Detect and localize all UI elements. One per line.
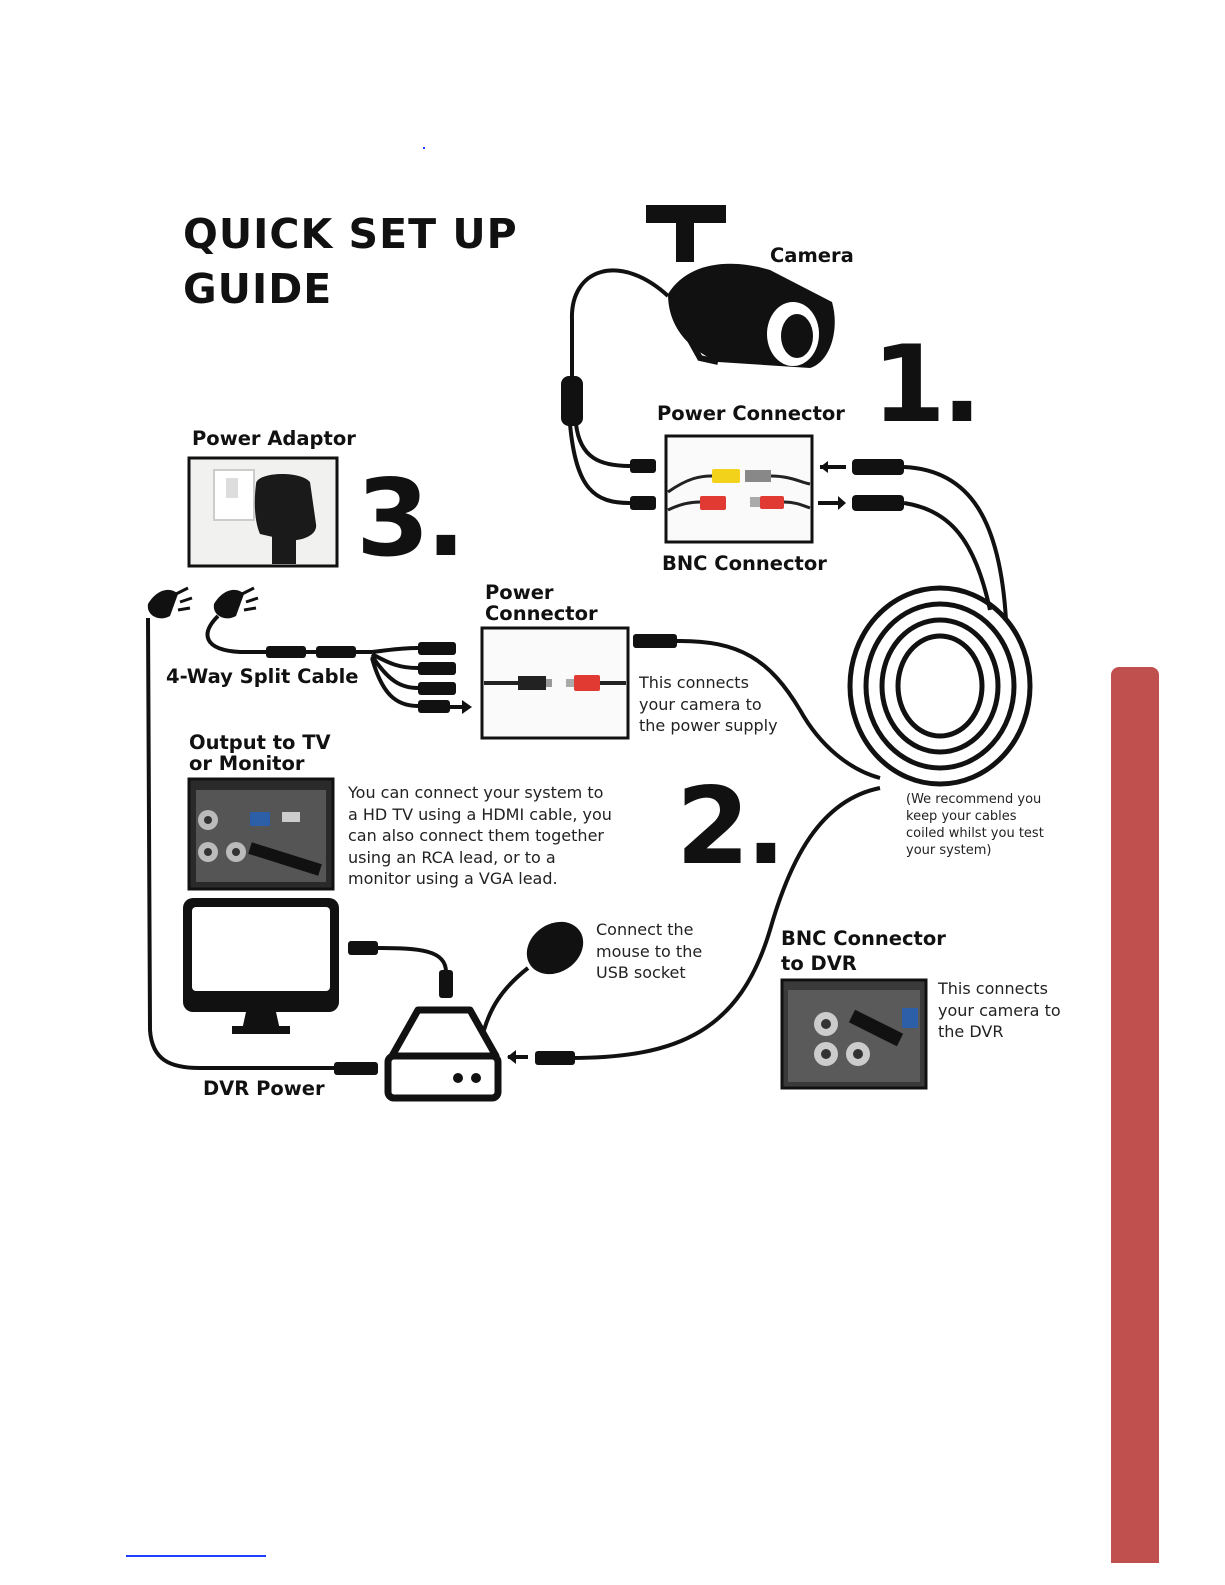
camera-cables	[568, 268, 670, 505]
cable-junction	[561, 376, 583, 426]
note-line: mouse to the	[596, 941, 703, 961]
title-line-1: QUICK SET UP	[183, 210, 518, 258]
note-line: keep your cables	[906, 809, 1017, 824]
plug-icon	[147, 586, 259, 619]
dvr-bnc-plug	[535, 1051, 575, 1065]
note-line: can also connect them together	[348, 826, 604, 845]
note-line: a HD TV using a HDMI cable, you	[348, 804, 612, 824]
extension-power-plug	[852, 459, 904, 475]
note-line: your camera to	[639, 694, 762, 714]
power-supply-note: This connects your camera to the power s…	[639, 672, 778, 737]
note-line: (We recommend you	[906, 792, 1042, 807]
power-connector-mid-line-1: Power	[485, 581, 554, 604]
bnc-plug-end	[630, 496, 656, 510]
note-line: your system)	[906, 843, 992, 858]
power-plug-end	[630, 459, 656, 473]
step-number-3: 3.	[356, 457, 466, 580]
power-connector-mid-label: Power Connector	[485, 582, 598, 624]
output-tv-line-2: or Monitor	[189, 752, 305, 775]
note-line: This connects	[639, 673, 749, 692]
split-cable-label: 4-Way Split Cable	[166, 665, 359, 688]
dvr-back-photo	[187, 777, 335, 891]
connector-photo-mid	[480, 626, 630, 740]
dvr-power-label: DVR Power	[203, 1077, 325, 1100]
footer-link-underline	[126, 1555, 266, 1557]
note-line: coiled whilst you test	[906, 826, 1044, 841]
mouse-icon	[482, 921, 584, 1031]
power-connector-top-label: Power Connector	[657, 402, 845, 425]
bnc-connector-top-label: BNC Connector	[662, 552, 827, 575]
dvr-connect-note: This connects your camera to the DVR	[938, 978, 1061, 1043]
note-line: the power supply	[639, 716, 778, 735]
power-adaptor-label: Power Adaptor	[192, 427, 356, 450]
monitor-icon	[183, 898, 339, 1034]
bnc-dvr-line-2: to DVR	[781, 952, 857, 975]
split-cable	[146, 614, 419, 1070]
page-title: QUICK SET UP GUIDE	[183, 207, 518, 317]
note-line: using an RCA lead, or to a	[348, 847, 556, 867]
bnc-dvr-line-1: BNC Connector	[781, 927, 946, 950]
note-line: Connect the	[596, 920, 694, 939]
output-tv-label: Output to TV or Monitor	[189, 732, 331, 774]
step-number-2: 2.	[676, 765, 786, 888]
output-tv-line-1: Output to TV	[189, 731, 331, 754]
bnc-dvr-label: BNC Connector to DVR	[781, 926, 946, 976]
side-tab	[1111, 667, 1159, 1563]
camera-icon	[646, 205, 835, 368]
note-line: monitor using a VGA lead.	[348, 869, 558, 888]
camera-label: Camera	[770, 244, 854, 267]
cable-coil-icon	[847, 585, 1033, 787]
connector-photo-top	[664, 434, 814, 544]
extension-bnc-plug	[852, 495, 904, 511]
mouse-note: Connect the mouse to the USB socket	[596, 919, 702, 984]
mid-power-plug	[633, 634, 677, 648]
dvr-bnc-photo	[780, 978, 928, 1090]
note-line: USB socket	[596, 963, 686, 982]
dvr-icon	[384, 1006, 502, 1102]
note-line: This connects	[938, 979, 1048, 998]
tv-connect-note: You can connect your system to a HD TV u…	[348, 782, 612, 890]
coil-note: (We recommend you keep your cables coile…	[906, 791, 1044, 859]
power-adaptor-photo	[187, 456, 339, 568]
note-line: You can connect your system to	[348, 783, 604, 802]
extension-cables	[903, 465, 1008, 621]
note-line: your camera to	[938, 1000, 1061, 1020]
power-connector-mid-line-2: Connector	[485, 602, 598, 625]
step-number-1: 1.	[872, 323, 982, 446]
note-line: the DVR	[938, 1022, 1004, 1041]
stray-mark	[423, 147, 425, 149]
title-line-2: GUIDE	[183, 265, 333, 313]
